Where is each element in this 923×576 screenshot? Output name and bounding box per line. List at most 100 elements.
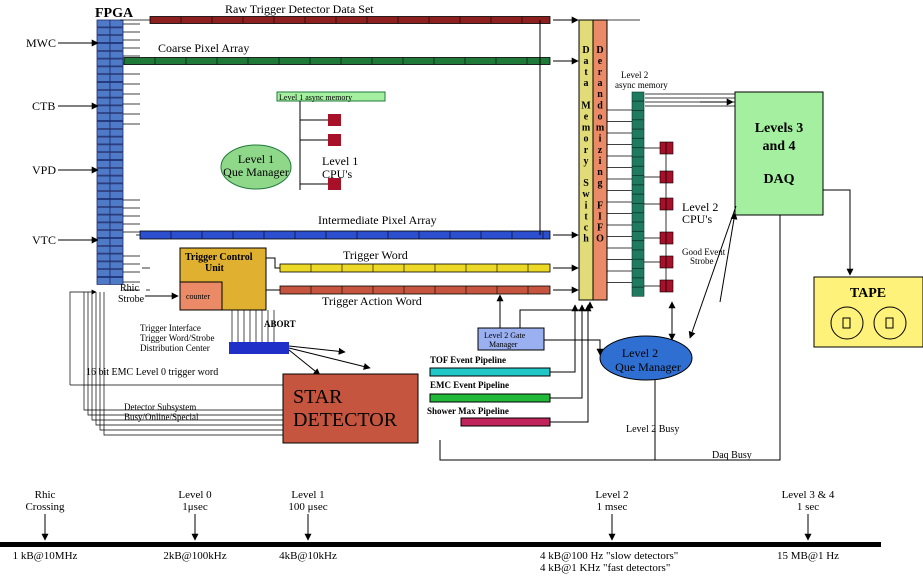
vertical-label-char: g [598, 178, 603, 189]
level2-que-manager-line1: Level 2 [622, 346, 658, 360]
star-feedback-wire [87, 292, 283, 416]
level2-cpus-line2: CPU's [682, 212, 713, 226]
vertical-label-char: m [596, 123, 605, 134]
bus-action-label: Trigger Action Word [322, 294, 422, 308]
bus-action-cells [279, 285, 551, 295]
timeline-stage-time: 1μsec [182, 501, 208, 513]
input-vpd: VPD [32, 163, 56, 177]
vertical-label-char: i [585, 200, 588, 211]
fpga-cell [109, 214, 124, 223]
fpga-cell [109, 237, 124, 246]
interface-out-arrow-1 [288, 345, 346, 355]
l2-async-cell [631, 277, 645, 288]
daq-to-tape-arrow [823, 189, 854, 276]
level1-que-manager-line1: Level 1 [238, 152, 274, 166]
fpga-cell [96, 206, 111, 215]
bus-word-label: Trigger Word [343, 248, 408, 262]
star-detector-line1: STAR [293, 386, 343, 408]
gate-manager-box [477, 327, 545, 351]
level2-busy-label: Level 2 Busy [626, 424, 679, 435]
fpga-cell [109, 159, 124, 168]
fpga-cell [96, 175, 111, 184]
l2-cpu [659, 279, 674, 293]
fpga-block: FPGA [95, 6, 134, 285]
l2-async-cell [631, 194, 645, 204]
interface-line3: Distribution Center [140, 343, 210, 353]
l2-async-cell [631, 259, 645, 269]
fpga-cell [109, 261, 124, 270]
interface-line1: Trigger Interface [140, 323, 201, 333]
tof-to-switch [550, 304, 579, 373]
level2-cpus-line1: Level 2 [682, 200, 718, 214]
vertical-label-char: w [582, 189, 590, 200]
fpga-cell [109, 50, 124, 59]
fpga-cell [109, 27, 124, 36]
abort-label: ABORT [264, 319, 296, 329]
fpga-cells [96, 19, 124, 285]
l2-async-cell [631, 268, 645, 279]
bus-action: Trigger Action Word [279, 285, 551, 308]
fpga-cell [96, 144, 111, 153]
l2-cpu [659, 255, 674, 269]
input-vtc: VTC [32, 233, 56, 247]
l2-async-cell [631, 147, 645, 158]
subsystem-line1: Detector Subsystem [124, 402, 196, 412]
level1-cpus-line2: CPU's [322, 167, 353, 181]
l2-async-cell [631, 138, 645, 148]
l2-async-cell [631, 240, 645, 251]
interface-out-arrow-2 [288, 347, 371, 370]
fpga-cell [96, 269, 111, 278]
l2-async-cell [631, 175, 645, 185]
fpga-cell [109, 136, 124, 145]
bus-intermediate-label: Intermediate Pixel Array [318, 213, 437, 227]
fpga-cell [96, 128, 111, 137]
tape-block: TAPE [813, 276, 923, 348]
fpga-cell [96, 19, 111, 28]
rhic-strobe-line2: Strobe [118, 294, 145, 305]
fpga-cell [96, 276, 111, 285]
tape-reel-left [830, 306, 864, 340]
vertical-label-char: a [598, 78, 603, 89]
bus-arrows [539, 16, 579, 294]
fpga-cell [109, 253, 124, 262]
l2-async-cell [631, 184, 645, 195]
fpga-cell [96, 27, 111, 36]
rhic-strobe-line1: Rhic [120, 283, 139, 294]
pipeline-emc-label: EMC Event Pipeline [430, 380, 509, 390]
fpga-cell [109, 66, 124, 75]
l2-async-memory [631, 91, 645, 297]
fpga-cell [96, 261, 111, 270]
vertical-label-char: z [598, 145, 603, 156]
pipeline-tof-label: TOF Event Pipeline [430, 355, 506, 365]
bus-body [149, 16, 551, 24]
fpga-cell [109, 144, 124, 153]
bus-raw: Raw Trigger Detector Data Set [149, 2, 551, 24]
vertical-label-char: h [583, 234, 589, 245]
fpga-cell [109, 128, 124, 137]
vertical-label-char: a [584, 78, 589, 89]
vertical-label-char: o [584, 134, 589, 145]
vertical-label-char: F [597, 223, 603, 234]
l1-cpu-1 [328, 114, 341, 126]
bus-coarse-cells [123, 57, 551, 65]
daq-to-que-arrow [688, 205, 737, 339]
l2-async-cell [631, 101, 645, 111]
star-feedback-wire [95, 292, 283, 426]
timeline-rate-secondary: 4 kB@1 KHz "fast detectors" [540, 562, 670, 574]
star-detector-wires [69, 289, 283, 436]
timeline-stage-label: Level 3 & 4 [782, 489, 835, 501]
l2-async-cell [631, 286, 645, 297]
fpga-cell [96, 253, 111, 262]
gate-manager-line1: Level 2 Gate [484, 331, 526, 340]
vertical-label-char: o [598, 111, 603, 122]
vertical-label-char: r [598, 67, 603, 78]
fpga-cell [109, 198, 124, 207]
l2-async-memory-line2: async memory [615, 80, 668, 90]
bus-body [123, 57, 551, 65]
fpga-cell [96, 35, 111, 43]
level1-async-memory-label: Level 1 async memory [279, 93, 352, 102]
emc-word-label: 16 bit EMC Level 0 trigger word [86, 367, 218, 378]
fpga-cell [96, 152, 111, 161]
